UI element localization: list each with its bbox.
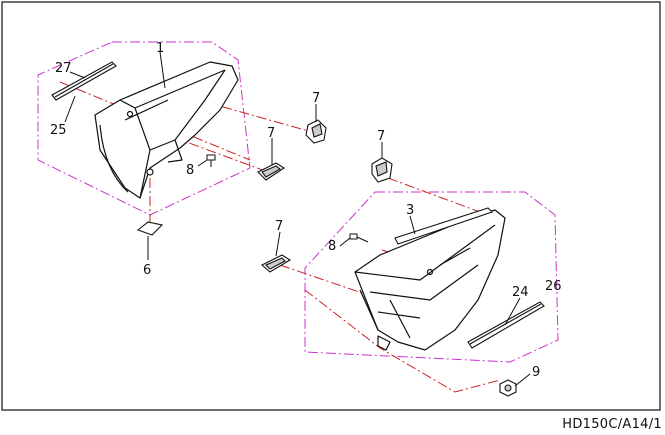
callout-6: 6 <box>143 263 151 278</box>
flange-bolt <box>499 379 517 397</box>
drawing-code: HD150C/A14/1 <box>562 417 662 432</box>
right-side-cover <box>354 209 506 351</box>
callout-7-middle-left: 7 <box>267 126 275 141</box>
callout-24: 24 <box>512 285 529 300</box>
grommet-plate <box>136 221 164 236</box>
callout-7-upper-right: 7 <box>377 129 385 144</box>
callout-7-lower-right: 7 <box>275 219 283 234</box>
bolt-right <box>349 233 369 243</box>
callout-leaders <box>64 51 531 387</box>
callout-7-upper-left: 7 <box>312 91 320 106</box>
callout-25: 25 <box>50 123 67 138</box>
grommet-lower-right <box>261 254 292 273</box>
left-trim-strip <box>51 61 117 101</box>
callout-3: 3 <box>406 203 414 218</box>
callout-26: 26 <box>545 279 562 294</box>
bolt-left <box>206 154 216 167</box>
callout-1: 1 <box>156 41 164 56</box>
callout-8-left: 8 <box>186 163 194 178</box>
right-trim-strip-upper <box>394 207 494 245</box>
right-trim-strip-lower <box>467 301 545 349</box>
drawing-border <box>1 1 661 411</box>
callout-8-right: 8 <box>328 239 336 254</box>
grommet-upper-right <box>371 157 393 183</box>
callout-27: 27 <box>55 61 72 76</box>
grommet-upper-left <box>305 119 327 144</box>
grommet-middle-left <box>257 162 286 181</box>
callout-9: 9 <box>532 365 540 380</box>
left-cover-group-boundary <box>37 41 251 216</box>
left-side-cover <box>94 61 239 199</box>
